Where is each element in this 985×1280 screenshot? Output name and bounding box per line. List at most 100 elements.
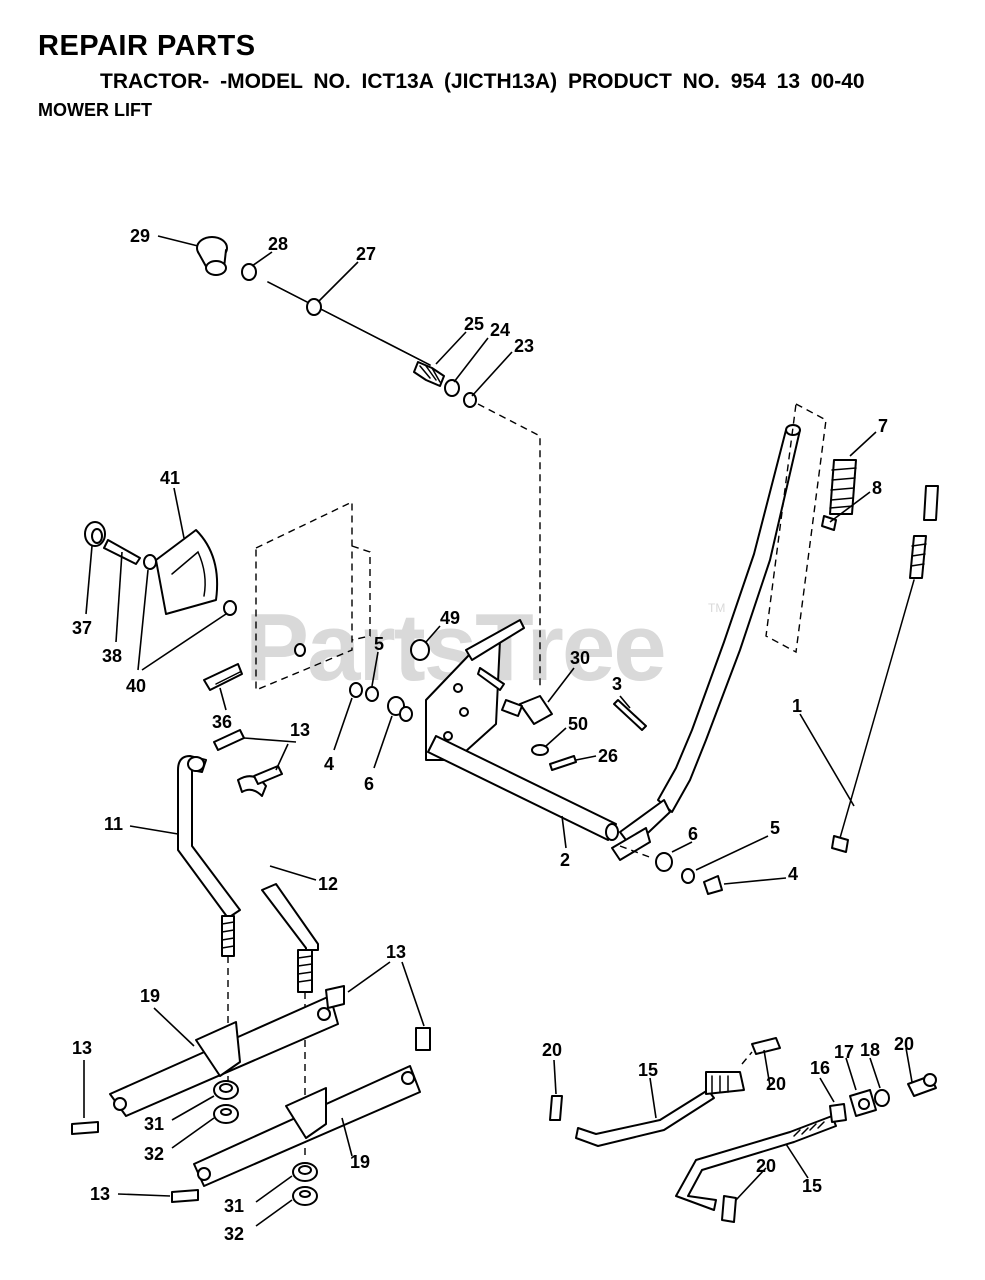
callout-40: 40: [126, 676, 146, 696]
callout-12: 12: [318, 874, 338, 894]
model-subtitle: TRACTOR- -MODEL NO. ICT13A (JICTH13A) PR…: [100, 70, 865, 93]
callout-13-left: 13: [72, 1038, 92, 1058]
callout-31-upper: 31: [144, 1114, 164, 1134]
part-20-clip-b: [751, 1037, 781, 1055]
section-title: MOWER LIFT: [38, 100, 152, 120]
part-29-knob: [196, 236, 228, 276]
callout-labels: 29 28 27 25 24 23 7 8 41 37 38 40 36 49 …: [72, 226, 914, 1244]
callout-20-left: 20: [542, 1040, 562, 1060]
callout-24: 24: [490, 320, 510, 340]
part-13-clip-a: [213, 729, 245, 751]
callout-27: 27: [356, 244, 376, 264]
part-32-washer-a: [213, 1104, 239, 1124]
mounting-plate-outline: [255, 500, 371, 692]
part-31-bushing-a: [213, 1080, 239, 1100]
callout-7: 7: [878, 416, 888, 436]
callout-5-lower: 5: [770, 818, 780, 838]
part-24-washer: [444, 379, 460, 397]
part-20-clip-c: [721, 1195, 737, 1223]
part-3-pin: [613, 699, 647, 731]
part-5-washer-b: [681, 868, 695, 884]
part-13-clip-b: [253, 765, 283, 785]
part-7-spring: [829, 459, 857, 515]
callout-6-lower: 6: [688, 824, 698, 844]
callout-20-middle: 20: [766, 1074, 786, 1094]
part-18-washer: [874, 1089, 890, 1107]
callout-23: 23: [514, 336, 534, 356]
height-adjust-rod-assembly: [196, 236, 541, 690]
part-37-cap: [84, 521, 106, 547]
handle-grip-sleeve: [765, 402, 827, 654]
lift-handle-lever: [611, 424, 801, 861]
callout-31-lower: 31: [224, 1196, 244, 1216]
part-2-lift-shaft: [427, 735, 619, 841]
part-15-lift-rod-upper: [575, 1071, 745, 1147]
callout-19-lower: 19: [350, 1152, 370, 1172]
part-11-threads: [221, 915, 235, 957]
part-40-washer-a: [143, 554, 157, 570]
callout-49: 49: [440, 608, 460, 628]
callout-50: 50: [568, 714, 588, 734]
part-1-lift-link: [831, 485, 939, 853]
callout-37: 37: [72, 618, 92, 638]
part-40-washer-b: [223, 600, 237, 616]
callout-4-upper: 4: [324, 754, 334, 774]
part-11-lift-arm: [177, 755, 241, 957]
callout-17: 17: [834, 1042, 854, 1062]
callout-15-upper: 15: [638, 1060, 658, 1080]
callout-2: 2: [560, 850, 570, 870]
page-title: REPAIR PARTS: [38, 30, 256, 62]
callout-8: 8: [872, 478, 882, 498]
callout-16: 16: [810, 1058, 830, 1078]
part-31-bushing-b: [292, 1162, 318, 1182]
callout-5-upper: 5: [374, 634, 384, 654]
part-16-nut: [829, 1103, 847, 1123]
part-4-retainer-a: [349, 682, 363, 698]
callout-28: 28: [268, 234, 288, 254]
part-30-trunnion: [501, 695, 553, 725]
callout-18: 18: [860, 1040, 880, 1060]
leader-lines: [83, 235, 913, 1227]
callout-30: 30: [570, 648, 590, 668]
callout-25: 25: [464, 314, 484, 334]
pivot-bracket: [425, 619, 525, 761]
part-12-lift-arm: [237, 775, 319, 993]
assembly-line-rod-upper: [741, 1051, 753, 1065]
callout-20-lower: 20: [756, 1156, 776, 1176]
callout-32-lower: 32: [224, 1224, 244, 1244]
part-32-washer-b: [292, 1186, 318, 1206]
part-12-threads: [297, 949, 313, 993]
callout-4-lower: 4: [788, 864, 798, 884]
part-20-clip-a: [549, 1095, 563, 1121]
part-28-washer: [241, 263, 257, 281]
callout-38: 38: [102, 646, 122, 666]
part-49-bushing: [410, 639, 430, 661]
part-26-cotter-pin: [549, 755, 577, 771]
part-6-bushing-a: [387, 696, 413, 722]
part-23-nut: [463, 392, 477, 408]
part-20-clip-d: [907, 1073, 937, 1097]
callout-19-upper: 19: [140, 986, 160, 1006]
part-50-washer: [531, 744, 549, 756]
part-5-washer-a: [365, 686, 379, 702]
callout-15-lower: 15: [802, 1176, 822, 1196]
callout-29: 29: [130, 226, 150, 246]
callout-13-bottom: 13: [90, 1184, 110, 1204]
part-13-clip-f: [171, 1189, 199, 1203]
callout-11: 11: [104, 814, 123, 834]
part-19-lift-link-upper: [109, 995, 339, 1117]
callout-3: 3: [612, 674, 622, 694]
part-27-rod: [267, 281, 431, 366]
part-13-clip-e: [71, 1121, 99, 1135]
part-13-clip-d: [415, 1027, 431, 1051]
part-41-indicator-bracket: [155, 529, 219, 615]
callout-26: 26: [598, 746, 618, 766]
callout-32-upper: 32: [144, 1144, 164, 1164]
part-13-clip-c: [325, 985, 345, 1009]
part-6-bushing-b: [655, 852, 673, 872]
assembly-line-shaft: [619, 845, 653, 859]
part-17-trunnion: [849, 1089, 877, 1117]
callout-6-upper: 6: [364, 774, 374, 794]
watermark-trademark: TM: [708, 601, 725, 615]
